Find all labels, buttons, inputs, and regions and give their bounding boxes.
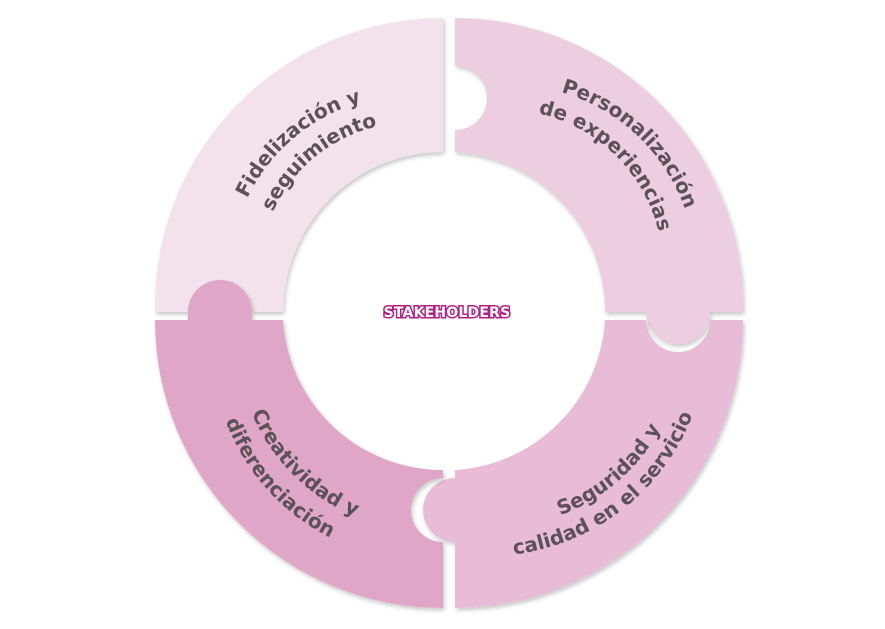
segment-seguridad-piece — [423, 320, 743, 608]
center-label: STAKEHOLDERS — [384, 305, 511, 321]
segment-personalizacion-piece — [455, 18, 743, 344]
segment-creatividad-piece — [155, 280, 443, 608]
segment-fidelizacion-piece — [155, 18, 443, 312]
